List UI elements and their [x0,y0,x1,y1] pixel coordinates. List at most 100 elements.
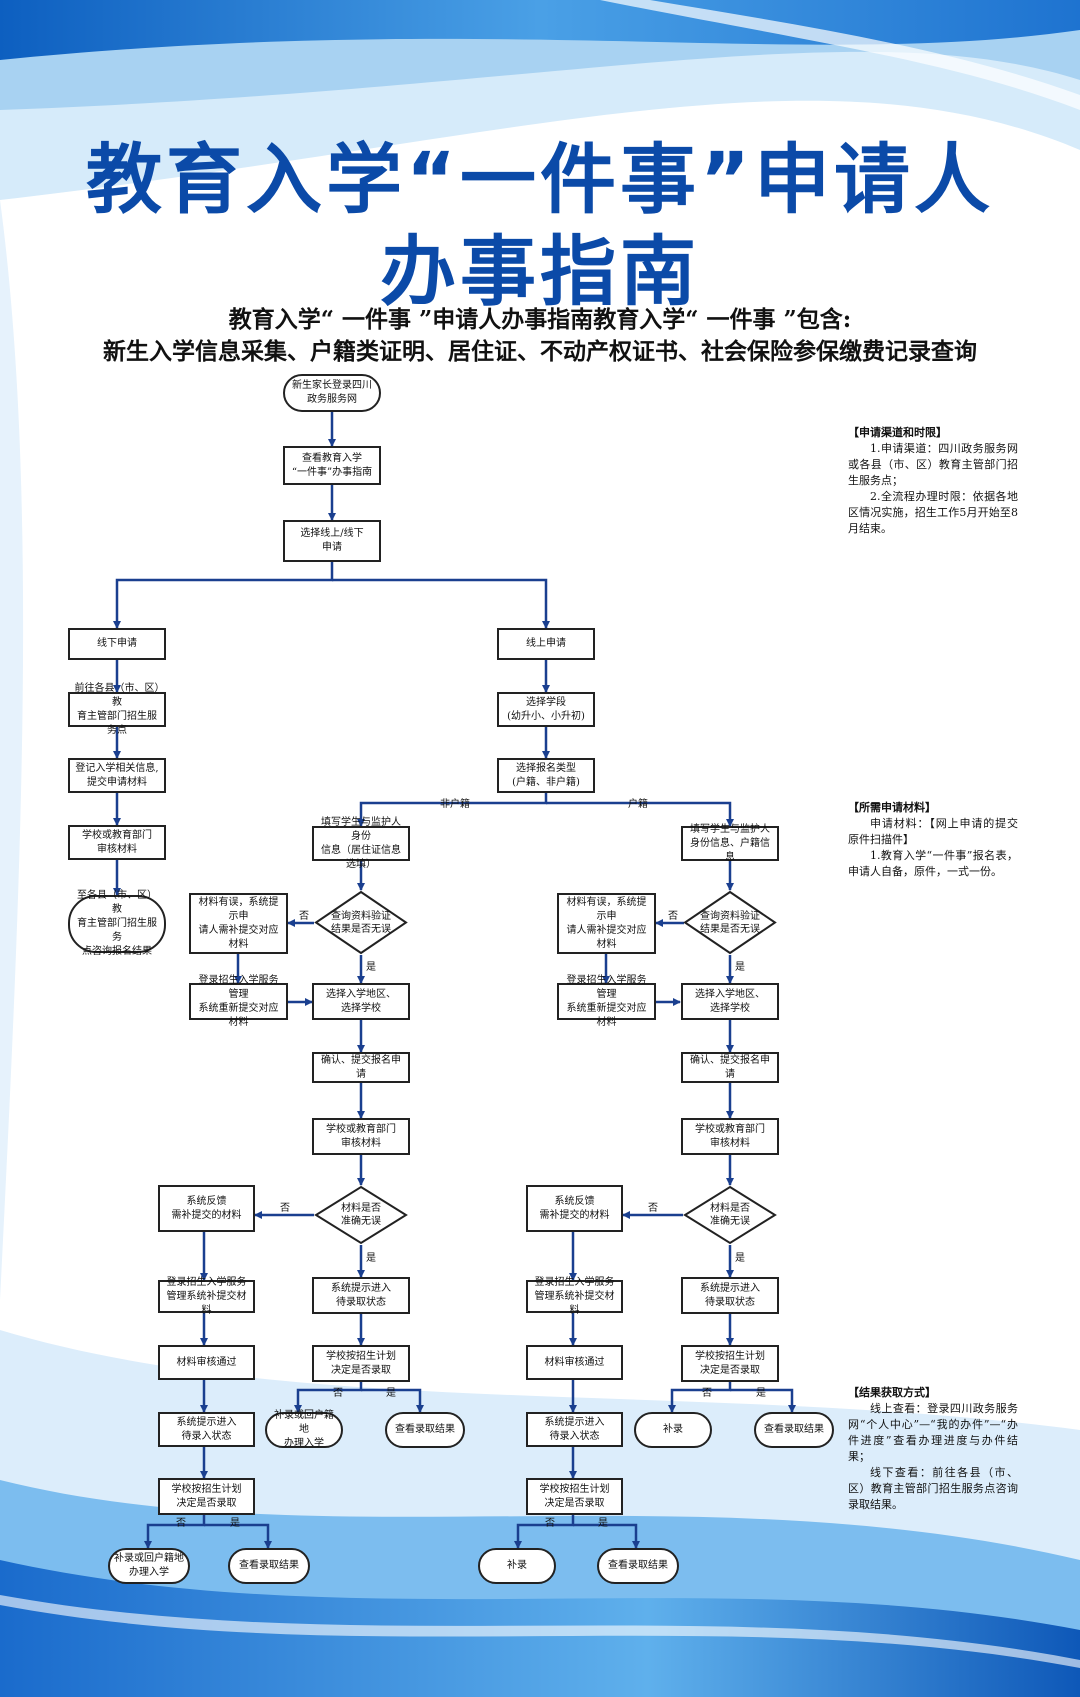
arrow-split-right [546,801,734,827]
node-right-material-q: 材料是否 准确无误 [683,1185,777,1245]
node-right-material-error: 材料有误，系统提示申 请人需补提交对应材料 [557,893,656,954]
node-offline: 线下申请 [68,628,166,660]
node-left-enter-pending: 系统提示进入 待录入状态 [158,1412,255,1447]
node-left-login-supplement: 登录招生入学服务 管理系统补提交材料 [158,1277,255,1316]
node-right-feedback: 系统反馈 需补提交的材料 [526,1185,623,1232]
side-note-text: 申请材料：【网上申请的提交原件扫描件】 [848,817,1018,846]
node-left-view-result: 查看录取结果 [385,1412,465,1448]
node-right-view-result-2: 查看录取结果 [597,1548,679,1584]
node-choose-channel: 选择线上/线下 申请 [283,520,381,562]
side-note-materials: 【所需申请材料】 申请材料：【网上申请的提交原件扫描件】 1.教育入学“一件事”… [848,800,1018,880]
node-offline-result: 至各县（市、区）教 育主管部门招生服务 点咨询报名结果 [68,890,166,957]
node-right-school-review: 学校或教育部门 审核材料 [681,1118,779,1155]
wave-top-dark [0,0,1080,60]
label-yes: 是 [735,1253,745,1264]
node-right-verify-q: 查询资料验证 结果是否无误 [683,890,777,955]
label-yes: 是 [366,1253,376,1264]
arrow-r-plan2-yes [573,1523,640,1549]
label-huji: 户籍 [628,799,648,810]
node-offline-go: 前往各县（市、区）教 育主管部门招生服务点 [68,683,166,736]
node-left-choose-school: 选择入学地区、 选择学校 [312,983,410,1020]
node-left-verify-q: 查询资料验证 结果是否无误 [314,890,408,955]
node-left-view-result-2: 查看录取结果 [228,1548,310,1584]
verify-q-text: 查询资料验证 结果是否无误 [331,910,391,935]
node-right-login-supplement: 登录招生入学服务 管理系统补提交材料 [526,1277,623,1316]
side-note-heading: 【申请渠道和时限】 [848,426,947,439]
label-yes: 是 [756,1388,766,1399]
node-choose-type: 选择报名类型 (户籍、非户籍) [497,758,595,793]
arrow-channel-to-online [332,578,550,629]
label-non-huji: 非户籍 [440,799,470,810]
label-no: 否 [176,1518,186,1529]
node-left-confirm: 确认、提交报名申请 [312,1052,410,1083]
node-right-fill: 填写学生与监护人 身份信息、户籍信息 [681,824,779,863]
node-left-fill: 填写学生与监护人身份 信息（居住证信息选填） [312,817,410,870]
label-yes: 是 [366,962,376,973]
node-offline-review: 学校或教育部门 审核材料 [68,825,166,860]
node-left-plan-decide: 学校按招生计划 决定是否录取 [312,1345,410,1382]
node-left-enter-wait: 系统提示进入 待录取状态 [312,1277,410,1314]
arrow-l-plan2-no [144,1515,206,1549]
label-no: 否 [545,1518,555,1529]
diamond-shape [683,1185,777,1245]
node-offline-register: 登记入学相关信息, 提交申请材料 [68,758,166,793]
node-right-plan-decide: 学校按招生计划 决定是否录取 [681,1345,779,1382]
material-q-text: 材料是否 准确无误 [710,1203,750,1227]
subtitle-line1: 教育入学“ 一件事 ”申请人办事指南教育入学“ 一件事 ”包含: [228,306,852,333]
label-yes: 是 [598,1518,608,1529]
node-left-material-error: 材料有误，系统提示申 请人需补提交对应材料 [189,893,288,954]
arrow-r-plan-yes [730,1388,796,1413]
node-left-feedback: 系统反馈 需补提交的材料 [158,1185,255,1232]
subtitle-line2: 新生入学信息采集、户籍类证明、居住证、不动产权证书、社会保险参保缴费记录查询 [103,338,977,365]
node-right-review-pass: 材料审核通过 [526,1345,623,1380]
node-right-resubmit: 登录招生入学服务管理 系统重新提交对应材料 [557,975,656,1028]
node-right-supplement-2: 补录 [478,1548,556,1584]
wave-left-edge [0,200,24,1300]
side-note-text: 1.申请渠道：四川政务服务网或各县（市、区）教育主管部门招生服务点； [848,442,1018,487]
side-note-channel: 【申请渠道和时限】 1.申请渠道：四川政务服务网或各县（市、区）教育主管部门招生… [848,425,1018,537]
label-no: 否 [280,1203,290,1214]
label-yes: 是 [230,1518,240,1529]
verify-q-text: 查询资料验证 结果是否无误 [700,910,760,935]
side-note-text: 2.全流程办理时限：依据各地区情况实施，招生工作5月开始至8月结束。 [848,490,1018,535]
node-choose-stage: 选择学段 (幼升小、小升初) [497,692,595,727]
label-yes: 是 [386,1388,396,1399]
arrow-r-plan2-no [514,1515,575,1549]
label-no: 否 [702,1388,712,1399]
node-left-reject-2: 补录或回户籍地 办理入学 [108,1548,190,1584]
diamond-shape [683,890,777,955]
node-left-resubmit: 登录招生入学服务管理 系统重新提交对应材料 [189,975,288,1028]
node-left-plan-decide-2: 学校按招生计划 决定是否录取 [158,1478,255,1515]
node-right-enter-wait: 系统提示进入 待录取状态 [681,1277,779,1314]
node-right-supplement: 补录 [634,1412,712,1448]
side-note-text: 1.教育入学“一件事”报名表，申请人自备，原件，一式一份。 [848,849,1018,878]
label-no: 否 [299,911,309,922]
side-note-heading: 【结果获取方式】 [848,1386,936,1399]
arrow-r-plan-no [668,1382,732,1413]
page-title-line1: 教育入学“一件事”申请人 [86,135,994,224]
node-right-view-result: 查看录取结果 [754,1412,834,1448]
arrow-l-plan2-yes [204,1523,272,1549]
node-right-choose-school: 选择入学地区、 选择学校 [681,983,779,1020]
node-right-enter-pending: 系统提示进入 待录入状态 [526,1412,623,1447]
side-note-text: 线下查看：前往各县（市、区）教育主管部门招生服务点咨询录取结果。 [848,1466,1018,1511]
page-title-line2: 办事指南 [380,227,700,316]
side-note-text: 线上查看：登录四川政务服务网“个人中心”—“我的办件”—“办件进度”查看办理进度… [848,1402,1018,1463]
node-start: 新生家长登录四川 政务服务网 [283,374,381,412]
material-q-text: 材料是否 准确无误 [341,1203,381,1227]
arrow-l-plan-no [294,1382,363,1413]
arrow-channel-to-offline [113,562,334,629]
diamond-shape [314,1185,408,1245]
label-no: 否 [668,911,678,922]
node-left-review-pass: 材料审核通过 [158,1345,255,1380]
arrow-split-left [357,793,548,827]
label-no: 否 [333,1388,343,1399]
node-right-plan-decide-2: 学校按招生计划 决定是否录取 [526,1478,623,1515]
node-left-reject: 补录或回户籍地 办理入学 [265,1410,343,1449]
label-yes: 是 [735,962,745,973]
side-note-result: 【结果获取方式】 线上查看：登录四川政务服务网“个人中心”—“我的办件”—“办件… [848,1385,1018,1513]
label-no: 否 [648,1203,658,1214]
node-online: 线上申请 [497,628,595,660]
side-note-heading: 【所需申请材料】 [848,801,936,814]
